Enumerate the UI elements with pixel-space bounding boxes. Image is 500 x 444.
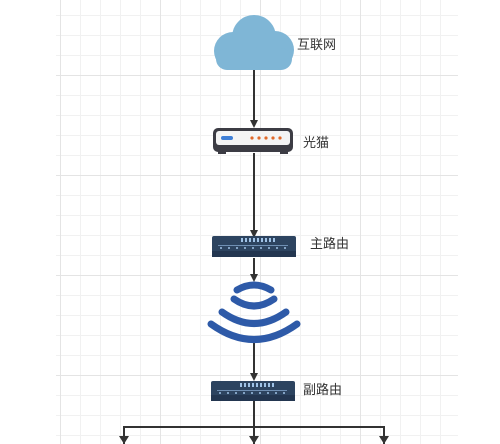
internet-label: 互联网 [297,38,337,53]
main-router-label: 主路由 [310,237,350,252]
sub-router-icon [211,381,295,401]
wifi-icon [207,295,301,343]
sub-router-label: 副路由 [303,383,343,398]
client-center-arrow-tip [249,436,259,444]
client-right-arrow-tip [379,436,389,444]
wifi-icon-upper-arcs [233,281,275,294]
client-left-arrow-tip [119,436,129,444]
page-margin-left [0,0,56,444]
main-router-icon [212,236,296,257]
modem-icon [213,128,293,154]
cloud-icon [214,15,294,70]
modem-label: 光猫 [303,136,330,151]
page-margin-right [458,0,500,444]
